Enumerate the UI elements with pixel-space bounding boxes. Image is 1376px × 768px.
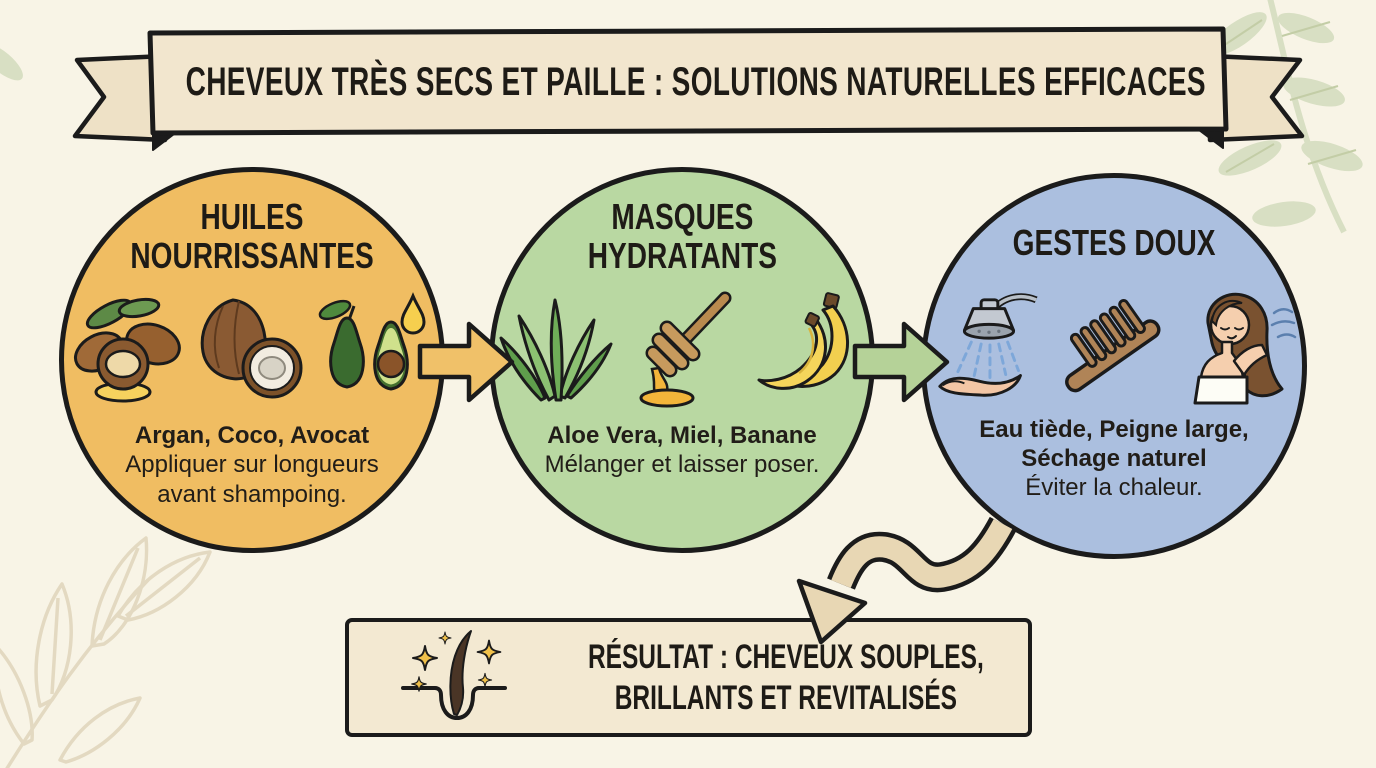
step-title-line: HYDRATANTS [587, 234, 777, 276]
banner-title: CHEVEUX TRÈS SECS ET PAILLE : SOLUTIONS … [160, 34, 1232, 130]
honey-dipper-icon [639, 291, 732, 408]
step-text-huiles: Argan, Coco, Avocat Appliquer sur longue… [125, 421, 379, 509]
step-ingredients: Séchage naturel [1021, 444, 1207, 472]
step-circle-huiles-nourrissantes: HUILES NOURRISSANTES [59, 167, 445, 553]
leaf-outline-decoration-icon [0, 536, 212, 768]
step-title-line: MASQUES [611, 196, 753, 237]
hair-follicle-sparkle-icon [401, 629, 507, 720]
aloe-vera-icon [499, 298, 613, 402]
argan-nuts-icon [74, 297, 181, 403]
step-ingredients: Aloe Vera, Miel, Banane [547, 422, 817, 450]
result-line: RÉSULTAT : CHEVEUX SOUPLES, [587, 637, 984, 676]
woman-hair-icon [1193, 292, 1297, 405]
step-title-line: GESTES DOUX [1012, 222, 1216, 263]
step-title-line: NOURRISSANTES [130, 234, 374, 276]
step-title-line: HUILES [200, 196, 304, 237]
step-text-gestes: Eau tiède, Peigne large, Séchage naturel… [979, 415, 1248, 503]
step-circle-gestes-doux: GESTES DOUX [921, 173, 1307, 559]
step-icons-masques [494, 283, 870, 413]
step-ingredients: Eau tiède, Peigne large, [979, 415, 1249, 443]
step-circle-masques-hydratants: MASQUES HYDRATANTS [489, 167, 875, 553]
step-instruction: avant shampoing. [157, 480, 347, 508]
step-instruction: Appliquer sur longueurs [125, 451, 379, 479]
wide-comb-icon [1065, 298, 1161, 392]
step-title-huiles: HUILES NOURRISSANTES [130, 196, 374, 276]
shower-hand-icon [938, 292, 1038, 397]
result-text: RÉSULTAT : CHEVEUX SOUPLES, BRILLANTS ET… [511, 637, 1087, 719]
banner-title-text: CHEVEUX TRÈS SECS ET PAILLE : SOLUTIONS … [185, 59, 1207, 104]
step-instruction: Éviter la chaleur. [1025, 474, 1203, 502]
step-icons-huiles [72, 283, 432, 413]
step-ingredients: Argan, Coco, Avocat [134, 422, 370, 450]
step-instruction: Mélanger et laisser poser. [544, 451, 820, 479]
step-title-masques: MASQUES HYDRATANTS [587, 196, 777, 276]
step-icons-gestes [930, 287, 1298, 407]
step-title-gestes: GESTES DOUX [1012, 222, 1216, 263]
bananas-icon [757, 292, 849, 390]
result-box: RÉSULTAT : CHEVEUX SOUPLES, BRILLANTS ET… [345, 618, 1032, 737]
step-text-masques: Aloe Vera, Miel, Banane Mélanger et lais… [545, 421, 820, 480]
coconut-icon [200, 298, 303, 399]
result-line: BRILLANTS ET REVITALISÉS [614, 678, 957, 717]
avocado-oil-drop-icon [318, 292, 426, 391]
